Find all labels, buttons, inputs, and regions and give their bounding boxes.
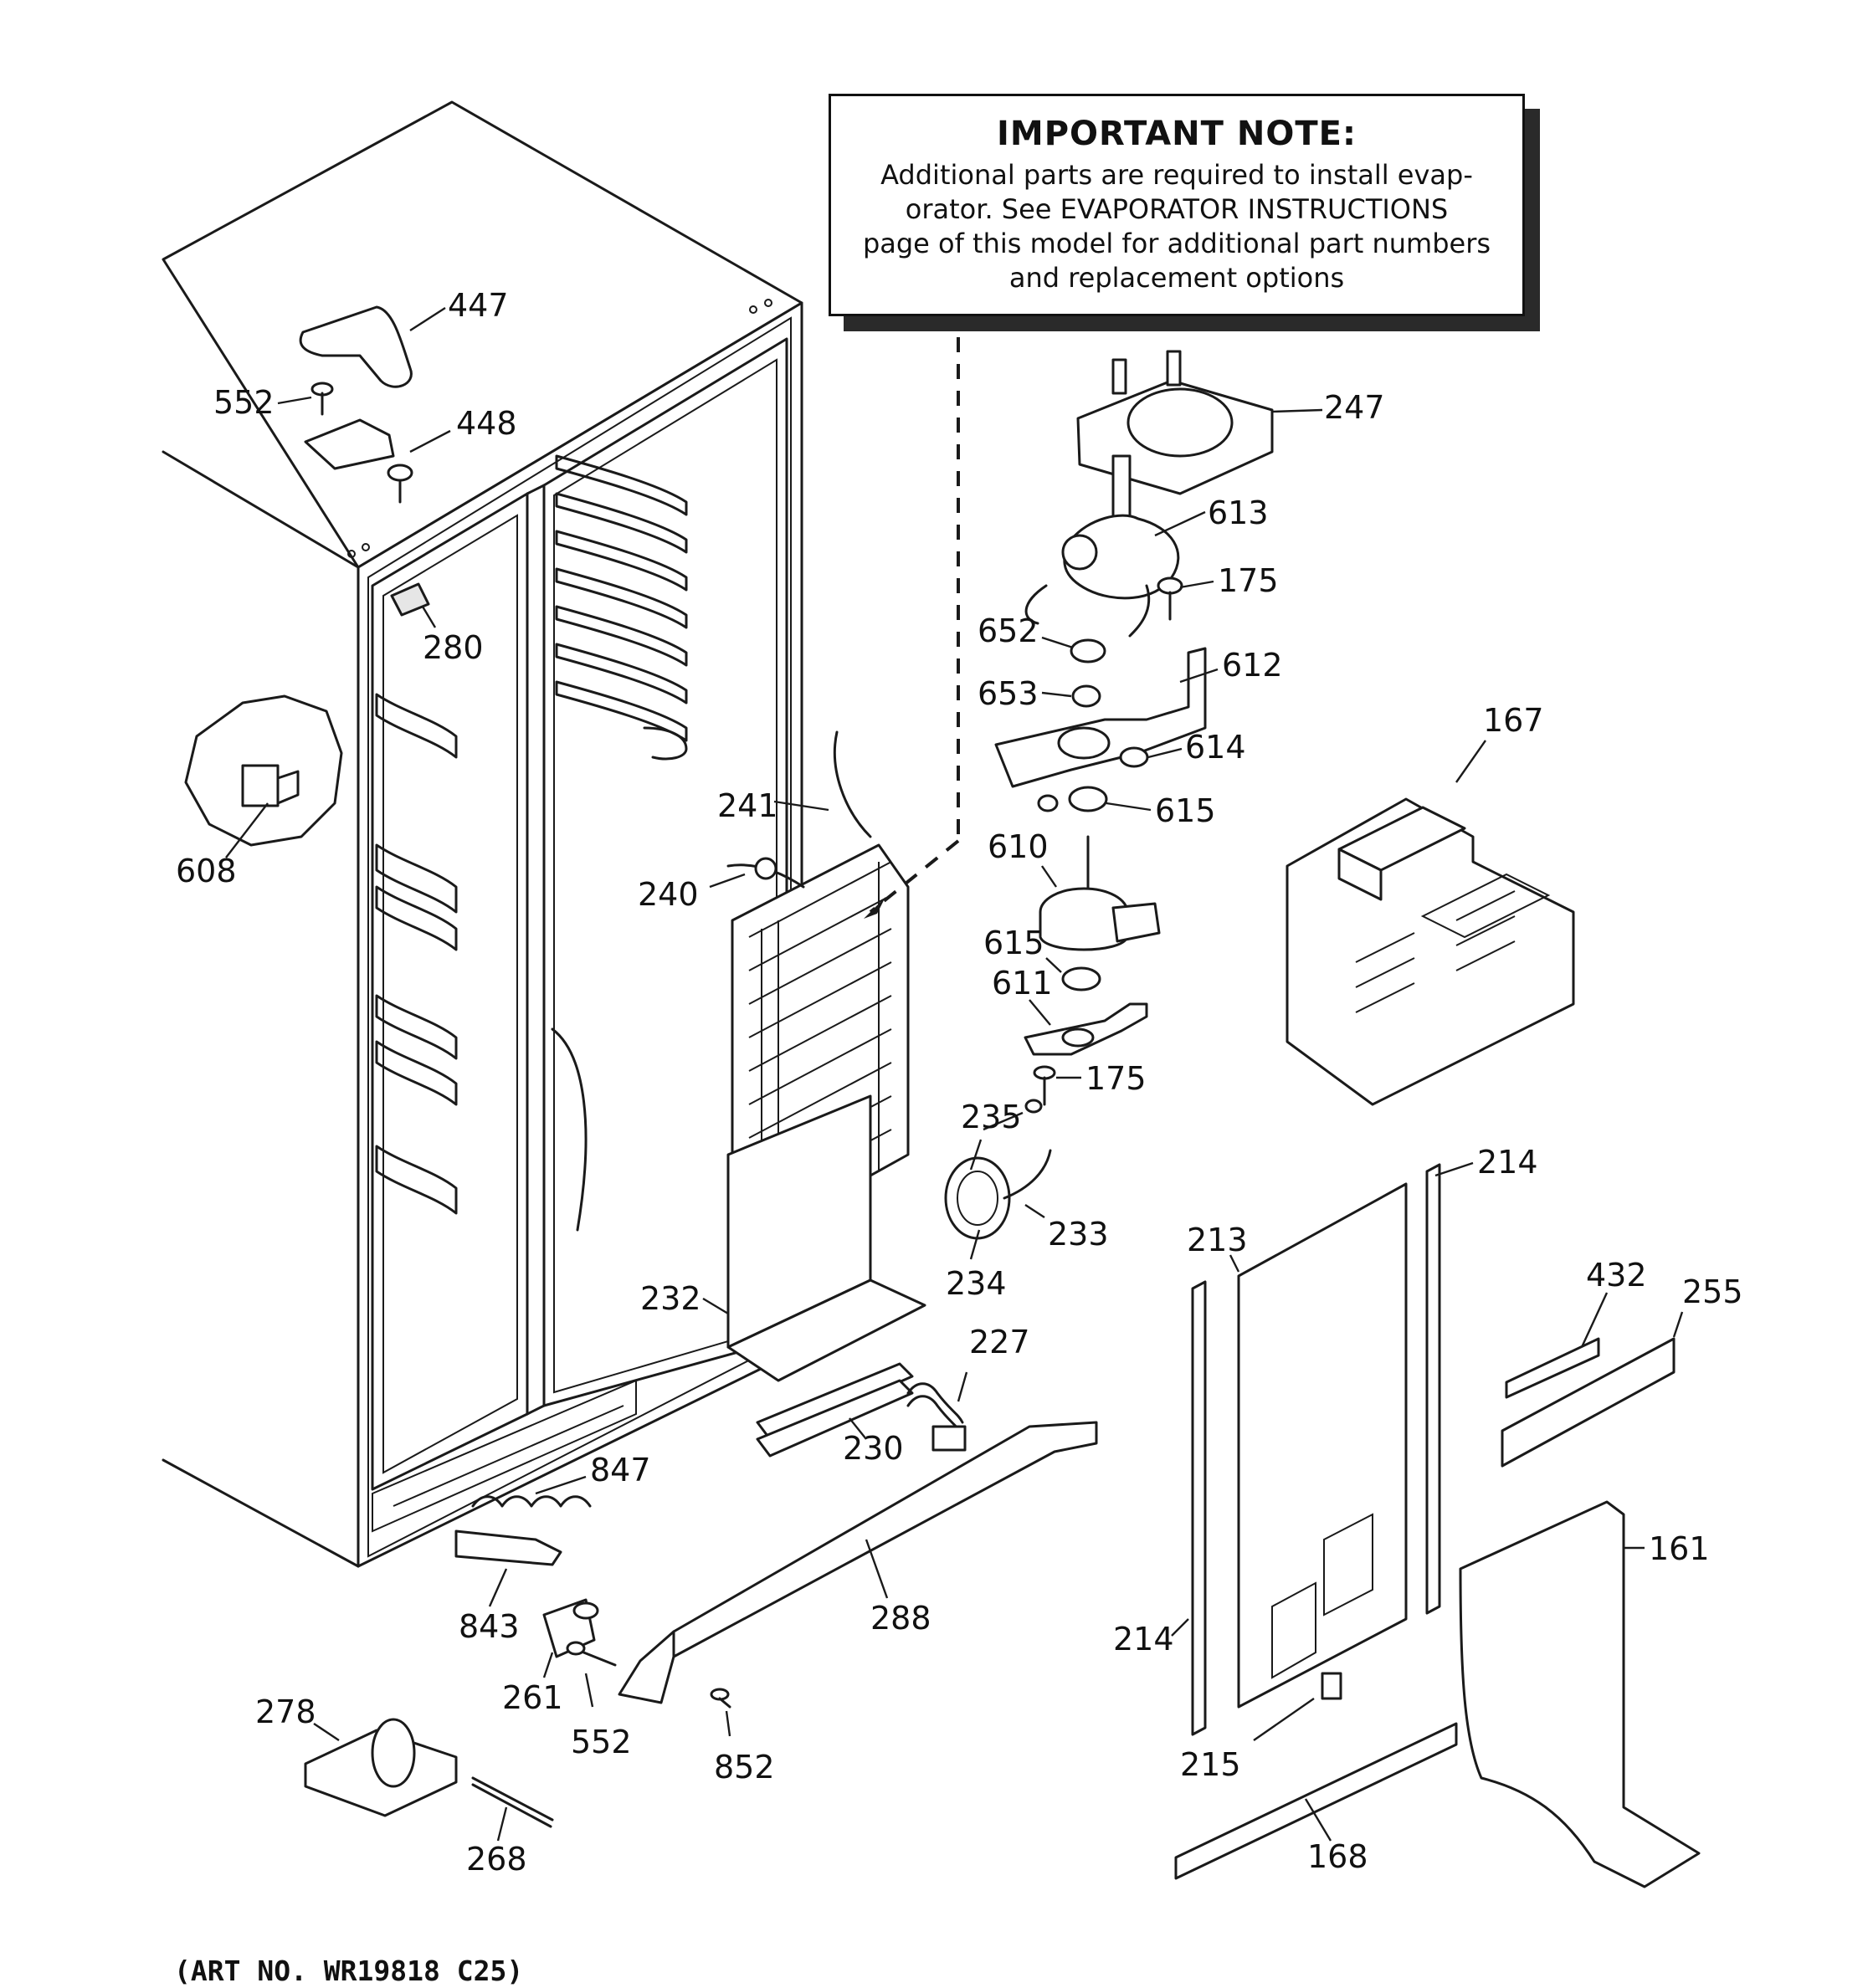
part-callout: 614	[1185, 729, 1246, 766]
part-callout: 852	[714, 1749, 775, 1786]
defrost-thermostat-part	[944, 1139, 1052, 1260]
note-line: Additional parts are required to install…	[880, 159, 1473, 191]
roller-assembly-part	[304, 1718, 554, 1842]
screw-part	[277, 382, 334, 416]
base-panel-part	[1174, 1500, 1701, 1888]
part-callout: 168	[1307, 1838, 1368, 1875]
part-callout: 230	[843, 1430, 904, 1467]
control-panel-part	[1501, 1292, 1684, 1468]
dispenser-housing-part	[1286, 740, 1575, 1106]
part-callout: 213	[1187, 1222, 1248, 1258]
art-number: (ART NO. WR19818 C25)	[174, 1955, 524, 1987]
part-callout: 615	[1155, 792, 1216, 829]
part-callout: 608	[176, 853, 237, 889]
part-callout: 615	[983, 925, 1044, 961]
part-callout: 653	[978, 675, 1039, 712]
part-callout: 240	[638, 876, 699, 913]
part-callout: 448	[456, 405, 517, 442]
part-callout: 241	[717, 787, 778, 824]
part-callout: 214	[1477, 1144, 1538, 1181]
part-callout: 167	[1483, 702, 1544, 739]
part-callout: 233	[1048, 1216, 1109, 1253]
screw-part	[1157, 576, 1214, 621]
part-callout: 161	[1649, 1530, 1710, 1567]
part-callout: 278	[255, 1693, 316, 1730]
bottom-rail-part	[618, 1421, 1098, 1704]
lower-motor-bracket-part	[1024, 957, 1148, 1056]
light-shield-part	[390, 582, 437, 628]
grommet-part	[1037, 786, 1152, 812]
part-callout: 227	[969, 1324, 1030, 1360]
part-callout: 175	[1218, 562, 1279, 599]
part-callout: 610	[988, 828, 1049, 865]
part-callout: 432	[1586, 1257, 1647, 1294]
fan-motor-part	[1039, 835, 1161, 951]
screw-part	[710, 1688, 731, 1737]
part-callout: 214	[1113, 1621, 1174, 1658]
part-callout: 261	[502, 1679, 563, 1716]
part-callout: 280	[423, 629, 484, 666]
liner-panel-part	[1171, 1161, 1474, 1741]
hinge-bracket-part	[304, 418, 451, 504]
important-note-box: IMPORTANT NOTE: Additional parts are req…	[829, 94, 1525, 316]
hinge-cover-part	[299, 305, 446, 388]
note-body: Additional parts are required to install…	[831, 158, 1522, 295]
motor-bracket-part	[994, 647, 1219, 788]
fastener-part	[1119, 746, 1183, 768]
part-callout: 175	[1085, 1060, 1147, 1097]
part-callout: 255	[1682, 1273, 1743, 1310]
part-callout: 611	[992, 965, 1053, 1002]
fresh-food-shelves	[551, 454, 688, 1232]
part-callout: 268	[466, 1841, 527, 1878]
note-title: IMPORTANT NOTE:	[997, 115, 1357, 153]
note-line: page of this model for additional part n…	[862, 228, 1491, 259]
part-callout: 288	[870, 1600, 931, 1637]
part-callout: 247	[1324, 389, 1385, 426]
harness-part	[906, 1371, 968, 1452]
part-callout: 613	[1208, 494, 1269, 531]
grommet-parts	[1041, 636, 1106, 708]
fan-shroud-part	[1076, 350, 1323, 527]
part-callout: 843	[459, 1608, 520, 1645]
defrost-heater-part	[756, 1362, 914, 1458]
part-callout: 612	[1222, 647, 1283, 684]
freezer-shelf-rails	[375, 693, 458, 1215]
screw-part	[983, 1065, 1081, 1131]
part-callout: 232	[640, 1280, 701, 1317]
spring-part	[454, 1475, 592, 1607]
fan-blade-part	[1024, 510, 1206, 638]
part-callout: 215	[1180, 1746, 1241, 1783]
part-callout: 234	[946, 1265, 1007, 1302]
part-callout: 235	[961, 1099, 1022, 1135]
part-callout: 652	[978, 612, 1039, 649]
hinge-pin-part	[542, 1598, 617, 1708]
part-callout: 447	[448, 287, 509, 324]
evaporator-cover-part	[702, 1094, 926, 1382]
note-line: and replacement options	[1008, 262, 1345, 294]
note-line: orator. See EVAPORATOR INSTRUCTIONS	[905, 193, 1449, 225]
switch-detail-part	[184, 694, 343, 858]
part-callout: 552	[571, 1724, 632, 1760]
part-callout: 552	[213, 384, 275, 421]
part-callout: 847	[590, 1452, 651, 1488]
